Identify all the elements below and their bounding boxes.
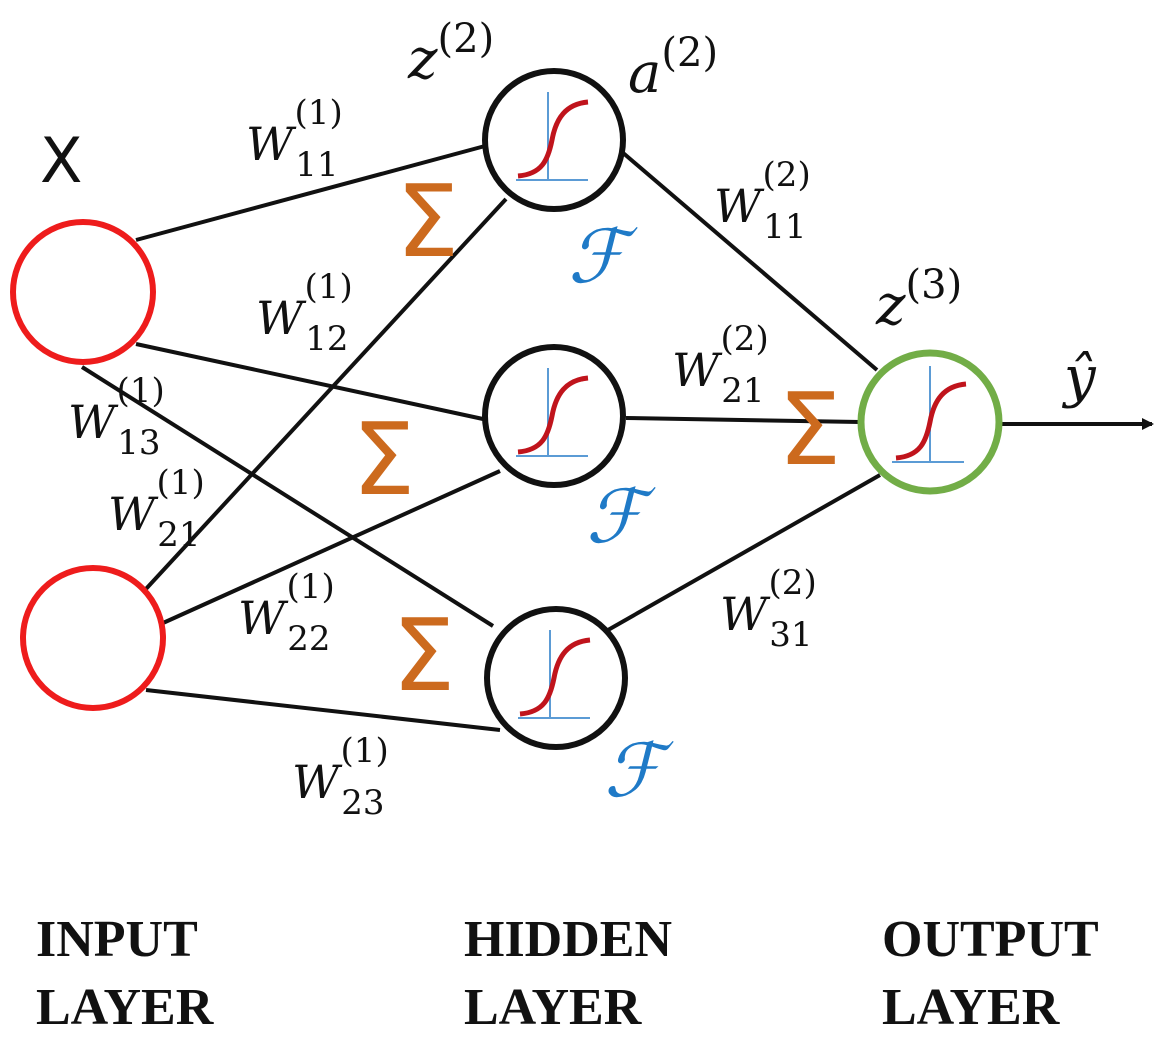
weight-label: W13(1) — [68, 371, 165, 463]
weight-label: W21(1) — [108, 463, 205, 555]
weight-label: W11(1) — [246, 93, 343, 185]
weight-label: W31(2) — [720, 563, 817, 655]
activation-function-symbol: ℱ — [586, 474, 656, 560]
edge-i2-h1 — [143, 197, 508, 592]
edge-i2-h3 — [145, 688, 501, 732]
weight-label: W11(2) — [714, 155, 811, 247]
hidden-pre-activation-label: z(2) — [407, 16, 494, 92]
summation-symbol: Σ — [778, 371, 841, 488]
weight-label: W23(1) — [292, 731, 389, 823]
weight-label: W22(1) — [238, 567, 335, 659]
sigmoid-curve — [517, 99, 589, 179]
activation-function-symbol: ℱ — [568, 214, 638, 300]
input-node-1 — [10, 219, 156, 365]
sigmoid-curve — [519, 637, 591, 717]
output-pre-activation-label: z(3) — [875, 262, 962, 338]
hidden-node-3 — [484, 606, 628, 750]
sigmoid-curve — [895, 381, 967, 461]
edge-h3-o — [607, 473, 881, 632]
edge-i1-h3 — [80, 365, 495, 628]
output-symbol: ŷ — [1061, 345, 1097, 410]
summation-symbol: Σ — [392, 597, 455, 714]
edge-h2-o — [625, 416, 861, 424]
connections — [80, 144, 1154, 732]
hidden-activation-label: a(2) — [628, 30, 718, 106]
edge-i1-h2 — [135, 342, 484, 421]
activation-function-symbol: ℱ — [604, 728, 674, 814]
summation-symbol: Σ — [352, 401, 415, 518]
weight-label: W12(1) — [256, 267, 353, 359]
edge-i1-h1 — [135, 144, 486, 242]
weight-label: W21(2) — [672, 319, 769, 411]
hidden-node-1 — [482, 68, 626, 212]
edge-h1-o — [620, 150, 879, 372]
input-symbol: X — [40, 124, 82, 197]
summation-symbol: Σ — [396, 163, 459, 280]
hidden-node-2 — [482, 344, 626, 488]
output-node — [857, 349, 1003, 495]
sigmoid-curve — [517, 375, 589, 455]
edge-i2-h2 — [162, 469, 501, 625]
input-node-2 — [20, 565, 166, 711]
